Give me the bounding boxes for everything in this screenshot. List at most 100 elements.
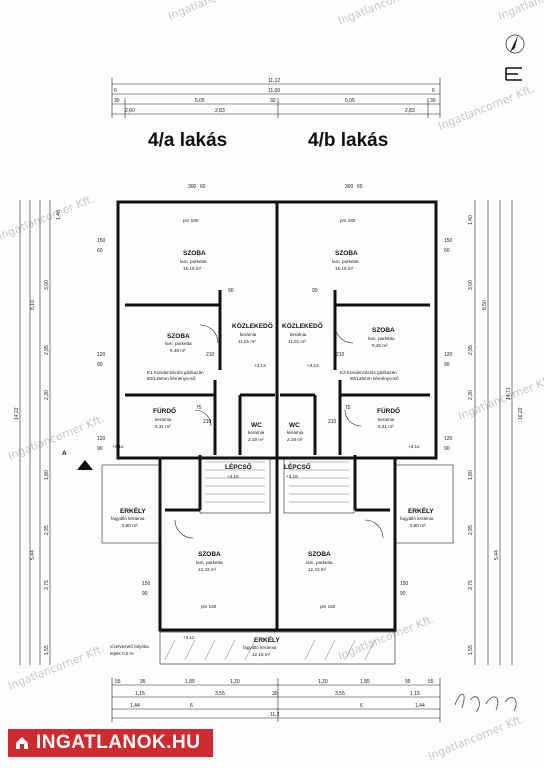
signature [454, 693, 517, 713]
watermark: Ingatlancorner Kft. [6, 412, 106, 462]
dim-right: 8,50 [482, 300, 488, 310]
room-floor: lam. parketta [165, 341, 192, 346]
dim-wall: 30 [430, 98, 436, 104]
opening-dim: 210 [206, 352, 215, 358]
opening-dim: 300 [345, 184, 354, 190]
dim-right: 1,55 [468, 645, 474, 655]
dim-bottom: 30 [272, 691, 278, 697]
opening-dim: 150 [444, 238, 453, 244]
section-marker: A [62, 450, 67, 457]
opening-dim: 90 [97, 446, 103, 452]
opening-dim: 90 [142, 591, 148, 597]
height-labels: pm 180 pm 180 pm 150 pm 150 +3,13 +3,13 … [62, 184, 453, 640]
room-floor: fagyálló kerámia [400, 516, 434, 521]
dim-bottom: 95 [405, 679, 411, 685]
room-name: SZOBA [198, 551, 221, 558]
watermark: Ingatlancorner Kft. [496, 0, 544, 23]
dim-right: 2,95 [468, 525, 474, 535]
opening-dim: 75 [345, 405, 351, 411]
room-floor: lam. parketta [332, 259, 359, 264]
dim-left: 2,95 [44, 525, 50, 535]
room-floor: lam. parketta [180, 259, 207, 264]
dim-bottom: 1,85 [360, 679, 370, 685]
dim-bottom: 3,55 [215, 691, 225, 697]
room-name: SZOBA [372, 327, 395, 334]
opening-dim: 60 [357, 184, 363, 190]
room-name: KÖZLEKEDŐ [232, 321, 273, 330]
dim-bottom: 6 [360, 703, 363, 709]
level-mark: +3,16 [286, 474, 298, 479]
dim-bottom: 55 [428, 679, 434, 685]
top-dimensions: 11,12 11,00 6 6 30 5,05 30 5,05 30 2,60 … [111, 78, 441, 118]
room-floor: lam. parketta [368, 336, 395, 341]
level-mark: +3,13 [307, 363, 319, 368]
dim-bottom: 1,20 [318, 679, 328, 685]
opening-dim: 60 [200, 184, 206, 190]
room-floor: kerámia [378, 417, 395, 422]
dim-seg: 2,83 [405, 108, 415, 114]
gutter-note: lejtés 0,5 % [110, 651, 134, 656]
level-mark: +3,11 [408, 444, 420, 449]
room-name: KÖZLEKEDŐ [282, 321, 323, 330]
dim-left: 3,75 [44, 580, 50, 590]
room-name: FÜRDŐ [377, 406, 400, 415]
room-area: 12,43 m² [308, 567, 327, 572]
watermark: Ingatlancorner Kft. [0, 192, 96, 242]
building-walls [77, 200, 454, 665]
dim-total-width: 11,12 [268, 78, 280, 84]
room-floor: kerámia [248, 430, 265, 435]
dim-span-left: 5,05 [195, 98, 205, 104]
opening-dim: 120 [444, 352, 453, 358]
room-name: LÉPCSŐ [225, 462, 252, 471]
dim-right: 1,40 [468, 215, 474, 225]
dim-bottom: 6 [190, 703, 193, 709]
dim-right: 2,30 [468, 390, 474, 400]
room-area: 6,31 m² [378, 424, 394, 429]
dim-left: 1,40 [56, 210, 62, 220]
opening-dim: 90 [97, 362, 103, 368]
dim-left: 1,55 [44, 645, 50, 655]
opening-dim: 90 [312, 288, 318, 294]
dim-right-total: 14,71 [506, 387, 512, 400]
right-dimensions: 1,40 8,50 3,00 2,95 2,30 1,80 2,95 3,75 … [468, 200, 524, 665]
dim-seg: 2,83 [215, 108, 225, 114]
boiler-note: K2 Kondenzációs gázkazán [340, 370, 397, 375]
room-labels: SZOBA lam. parketta 15,15 m² SZOBA lam. … [110, 250, 434, 657]
sill-height: pm 180 [340, 218, 356, 223]
dim-bottom: 1,15 [410, 691, 420, 697]
room-area: 2,19 m² [248, 437, 264, 442]
room-name: ERKÉLY [254, 635, 280, 644]
dim-right: 2,95 [468, 345, 474, 355]
opening-dim: 210 [328, 419, 337, 425]
room-area: 11,01 m² [238, 339, 256, 344]
dim-left: 3,00 [44, 280, 50, 290]
watermark: Ingatlancorner Kft. [6, 642, 106, 692]
room-name: SZOBA [183, 250, 206, 257]
opening-dim: 150 [400, 581, 409, 587]
room-area: 9,48 m² [372, 343, 388, 348]
opening-dim: 120 [97, 436, 106, 442]
dim-left: 1,80 [44, 470, 50, 480]
room-floor: kerámia [287, 430, 304, 435]
ingatlanok-logo[interactable]: INGATLANOK.HU [8, 729, 213, 757]
dim-right: 5,44 [494, 550, 500, 560]
dim-left: 2,30 [44, 390, 50, 400]
dim-bottom-total: 11,2 [270, 712, 280, 718]
section-arrow-icon [77, 460, 93, 470]
room-name: ERKÉLY [408, 506, 434, 515]
opening-dim: 90 [444, 362, 450, 368]
opening-dim: 60 [444, 248, 450, 254]
boiler-note: 80/125mm kéményccső [147, 376, 196, 381]
opening-dim: 75 [196, 405, 202, 411]
room-area: 6,31 m² [155, 424, 171, 429]
room-name: ERKÉLY [120, 506, 146, 515]
level-mark: +3,11 [183, 635, 195, 640]
room-name: WC [251, 422, 262, 429]
dim-bottom: 1,20 [230, 679, 240, 685]
room-floor: fagyálló kerámia [111, 516, 145, 521]
dim-bottom: 1,44 [415, 703, 425, 709]
opening-dim: 210 [203, 419, 212, 425]
room-area: 15,15 m² [183, 266, 202, 271]
level-mark: +3,13 [254, 363, 266, 368]
dim-bottom: 95 [140, 679, 146, 685]
